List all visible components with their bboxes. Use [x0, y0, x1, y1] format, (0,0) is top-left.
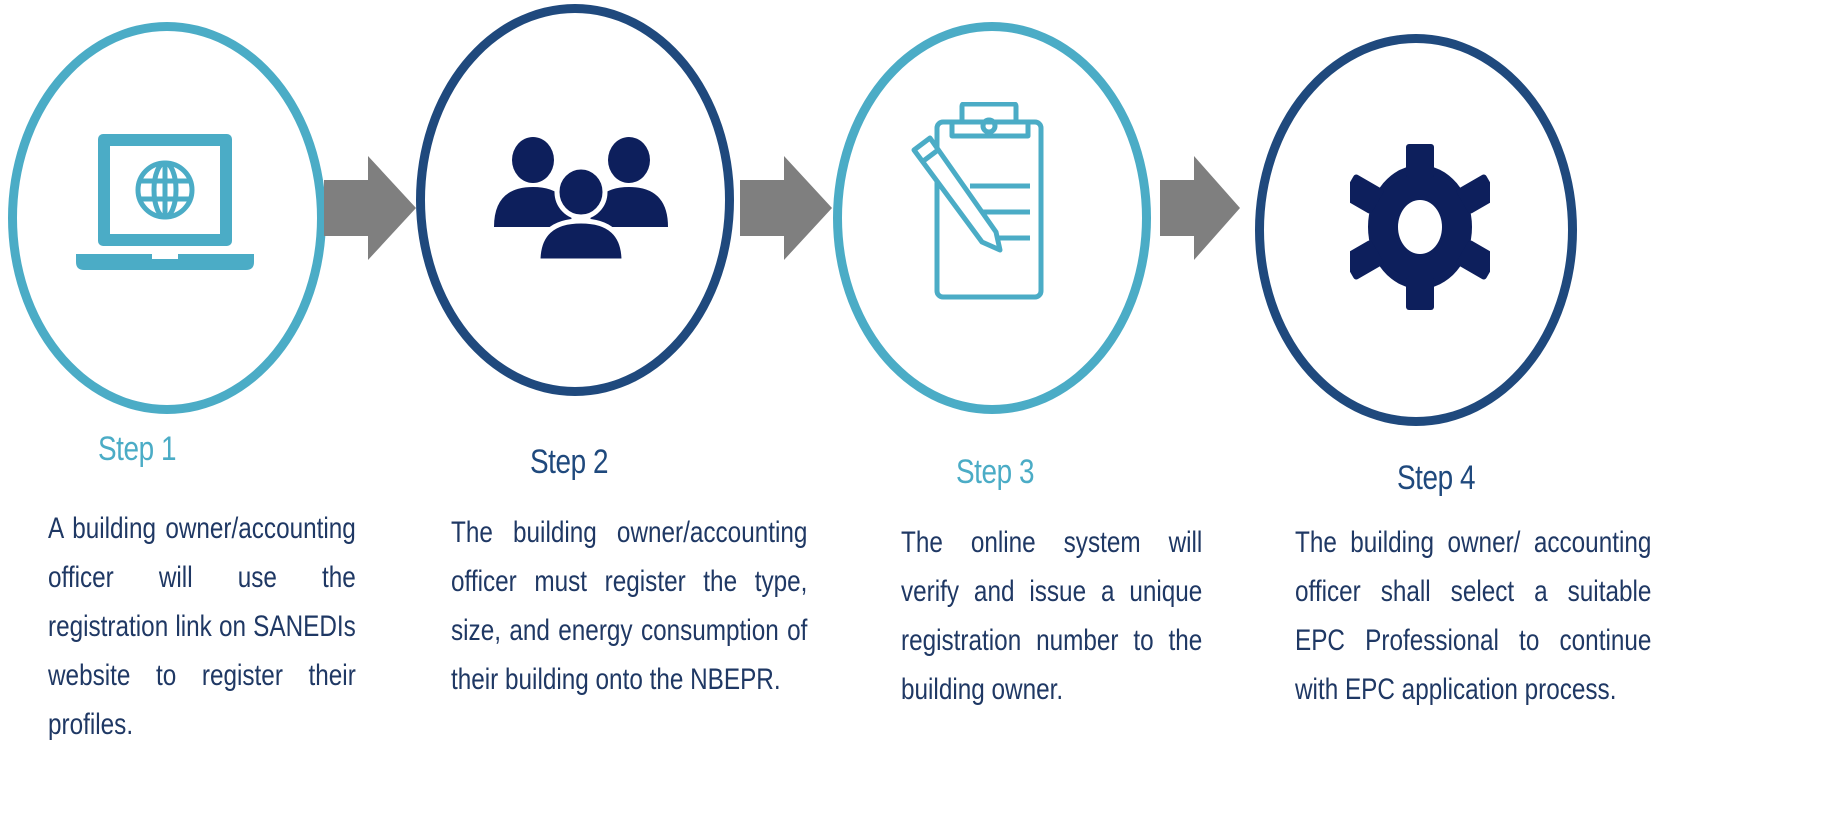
- step-3-description: The online system will verify and issue …: [901, 518, 1273, 714]
- step-4-title: Step 4: [1397, 459, 1476, 497]
- step-1-title: Step 1: [98, 430, 177, 468]
- step-2-ring: [416, 4, 734, 396]
- step-4-description-text: The building owner/ accounting officer s…: [1295, 526, 1652, 706]
- arrow-right-icon: [740, 156, 832, 260]
- arrow-right-icon: [324, 156, 416, 260]
- step-1-ring: [8, 22, 326, 414]
- step-4-description: The building owner/ accounting officer s…: [1295, 518, 1735, 714]
- clipboard-pencil-icon: [911, 102, 1044, 300]
- step-3-description-text: The online system will verify and issue …: [901, 526, 1203, 706]
- step-2-description-text: The building owner/accounting officer mu…: [451, 516, 808, 696]
- step-1-description-text: A building owner/accounting officer will…: [48, 512, 356, 741]
- step-4-ring: [1255, 34, 1577, 426]
- step-3-title: Step 3: [956, 453, 1035, 491]
- people-group-icon: [494, 137, 668, 263]
- step-2-description: The building owner/accounting officer mu…: [451, 508, 891, 704]
- laptop-globe-icon: [76, 134, 254, 270]
- step-1-description: A building owner/accounting officer will…: [48, 504, 428, 749]
- step-3-ring: [833, 22, 1151, 414]
- arrow-right-icon: [1160, 156, 1240, 260]
- gear-icon: [1350, 144, 1490, 310]
- step-2-title: Step 2: [530, 443, 609, 481]
